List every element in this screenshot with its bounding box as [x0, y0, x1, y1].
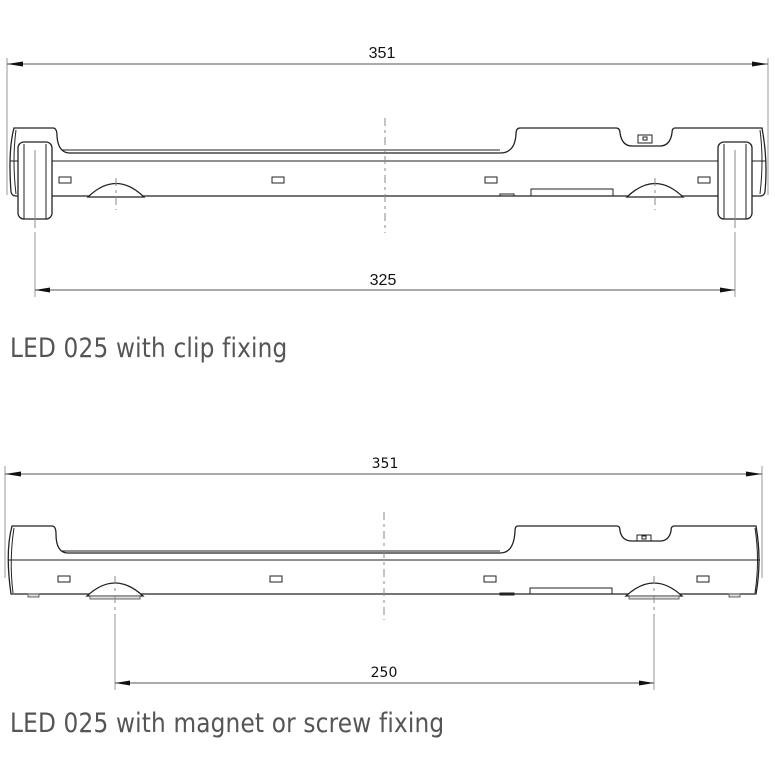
dimension-overall-length-2: 351 — [4, 456, 763, 578]
caption-magnet-screw-fixing: LED 025 with magnet or screw fixing — [10, 708, 445, 739]
luminaire-body-1 — [9, 127, 767, 210]
dimension-label-351: 351 — [369, 45, 396, 62]
caption-clip-fixing: LED 025 with clip fixing — [10, 333, 288, 364]
dimension-overall-length-1: 351 — [6, 45, 769, 195]
dimension-label-250: 250 — [371, 665, 398, 681]
drawing-magnet-screw-fixing: 351 — [4, 456, 763, 690]
dimension-label-325: 325 — [370, 272, 397, 289]
clip-right — [717, 141, 753, 228]
dimension-fixing-distance-2: 250 — [114, 616, 655, 690]
dimension-label-351: 351 — [372, 456, 399, 472]
drawing-clip-fixing: 351 — [6, 45, 769, 297]
clip-left — [17, 141, 53, 228]
luminaire-body-2 — [7, 525, 760, 620]
dimension-fixing-distance-1: 325 — [34, 232, 736, 297]
